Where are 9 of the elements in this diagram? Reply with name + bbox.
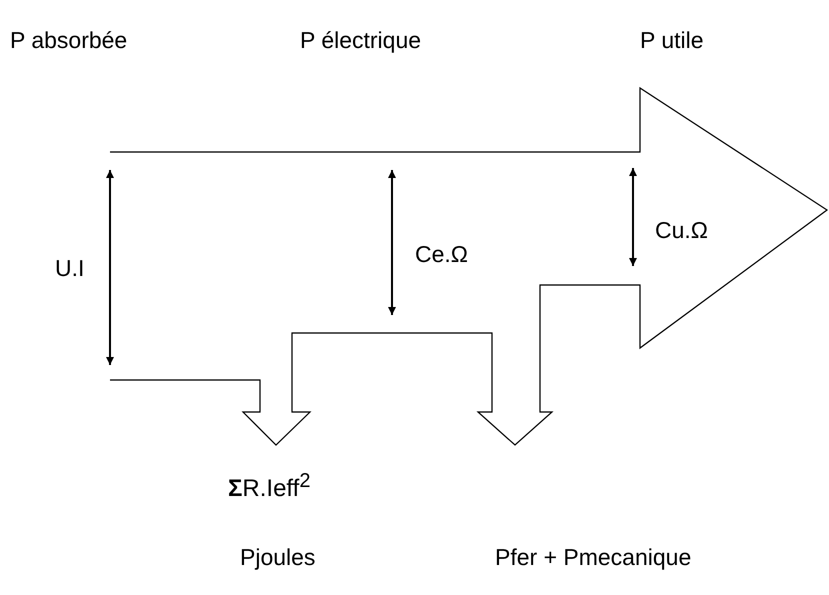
formula-label: U.I (55, 256, 84, 282)
power-label: P électrique (300, 28, 422, 54)
formula-label: Cu.Ω (655, 218, 708, 244)
loss-label: Pjoules (240, 545, 316, 570)
power-label: P absorbée (10, 28, 128, 54)
formula-label: ΣR.Ieff$^{2}$ (228, 470, 310, 502)
loss-label: Pfer + Pmecanique (495, 545, 692, 570)
power-label: P utile (640, 28, 704, 54)
formula-label: Ce.Ω (415, 242, 468, 268)
